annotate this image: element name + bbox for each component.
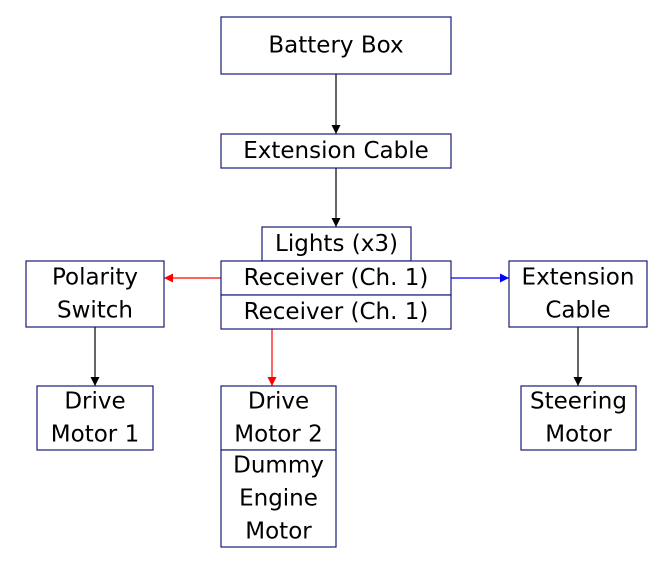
node-label: Receiver (Ch. 1) xyxy=(244,299,429,325)
node-label: Engine xyxy=(239,486,318,512)
node-label: Battery Box xyxy=(268,33,403,59)
edges xyxy=(90,74,583,386)
node-box xyxy=(520,385,637,451)
node-receiver-2: Receiver (Ch. 1) xyxy=(220,294,452,330)
node-battery-box: Battery Box xyxy=(220,16,452,75)
node-label: Motor xyxy=(245,519,312,545)
node-receiver-1: Receiver (Ch. 1) xyxy=(220,260,452,296)
node-label: Extension xyxy=(522,265,635,291)
node-label: Polarity xyxy=(52,265,138,291)
node-label: Extension Cable xyxy=(243,138,429,164)
node-label: Motor xyxy=(545,422,612,448)
node-label: Motor 2 xyxy=(234,422,322,448)
node-label: Drive xyxy=(64,389,125,415)
node-label: Motor 1 xyxy=(51,422,139,448)
node-box xyxy=(25,260,165,328)
node-box xyxy=(36,385,154,451)
node-box xyxy=(508,260,648,328)
node-label: Switch xyxy=(57,298,133,324)
node-lights: Lights (x3) xyxy=(261,226,412,262)
node-label: Receiver (Ch. 1) xyxy=(244,265,429,291)
node-extension-cable-top: Extension Cable xyxy=(220,133,452,169)
node-box xyxy=(220,260,452,296)
node-label: Dummy xyxy=(233,453,324,479)
node-box xyxy=(220,449,337,548)
node-label: Drive xyxy=(248,389,309,415)
node-box xyxy=(220,16,452,75)
node-box xyxy=(220,133,452,169)
node-box xyxy=(220,385,337,451)
node-label: Cable xyxy=(545,298,610,324)
node-label: Steering xyxy=(530,389,627,415)
node-label: Lights (x3) xyxy=(275,231,398,257)
node-box xyxy=(261,226,412,262)
node-box xyxy=(220,294,452,330)
